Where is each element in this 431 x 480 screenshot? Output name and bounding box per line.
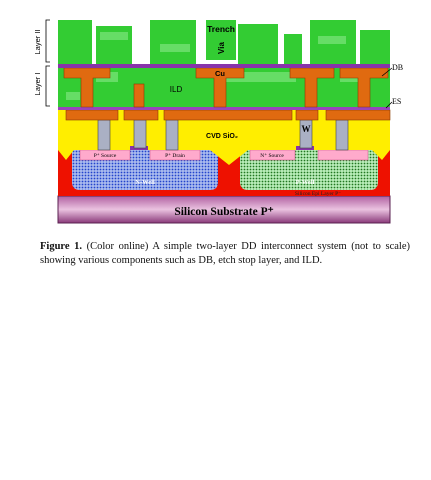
copper-layer-1	[63, 67, 389, 108]
field-oxide-right	[372, 150, 390, 160]
db-label: DB	[392, 63, 403, 72]
layer-i-label: Layer I	[33, 73, 42, 96]
es-label: ES	[392, 97, 401, 106]
ild-label: ILD	[170, 85, 183, 94]
layer-ii-brace	[45, 19, 50, 63]
trench-label: Trench	[207, 24, 235, 34]
db-arrow	[381, 67, 393, 77]
es-arrow	[385, 101, 393, 109]
metal-0-lines	[65, 109, 391, 121]
substrate-label: Silicon Substrate P⁺	[174, 206, 273, 218]
via-label: Via	[217, 42, 226, 54]
etch-stop-layer	[58, 107, 390, 110]
tungsten-plugs	[97, 119, 349, 151]
cvd-label: CVD SiO₂	[206, 133, 238, 140]
cu-label: Cu	[215, 69, 225, 78]
ild-layer-2-lighter	[100, 32, 346, 52]
field-oxide-left	[58, 150, 74, 160]
n-well-label: N-Well	[135, 179, 155, 186]
silicon-substrate	[57, 195, 391, 224]
field-oxide-mid	[210, 150, 248, 165]
figure-caption: Figure 1. (Color online) A simple two-la…	[40, 240, 410, 267]
layer-ii-label: Layer II	[33, 29, 42, 54]
p-drain-label: P⁺ Drain	[165, 152, 185, 159]
caption-label: Figure 1.	[40, 241, 83, 252]
trench	[206, 20, 236, 60]
p-source-label: P⁺ Source	[94, 152, 117, 159]
caption-text: (Color online) A simple two-layer DD int…	[40, 241, 410, 266]
w-label: W	[302, 124, 311, 134]
p-well-label: P-Well	[296, 179, 315, 186]
db-liner	[58, 64, 390, 68]
layer-i-brace	[45, 65, 50, 107]
n-drain	[317, 149, 369, 161]
n-source-label: N⁺ Source	[260, 152, 284, 159]
epi-label: Silicon Epi Layer P⁻	[295, 191, 341, 197]
